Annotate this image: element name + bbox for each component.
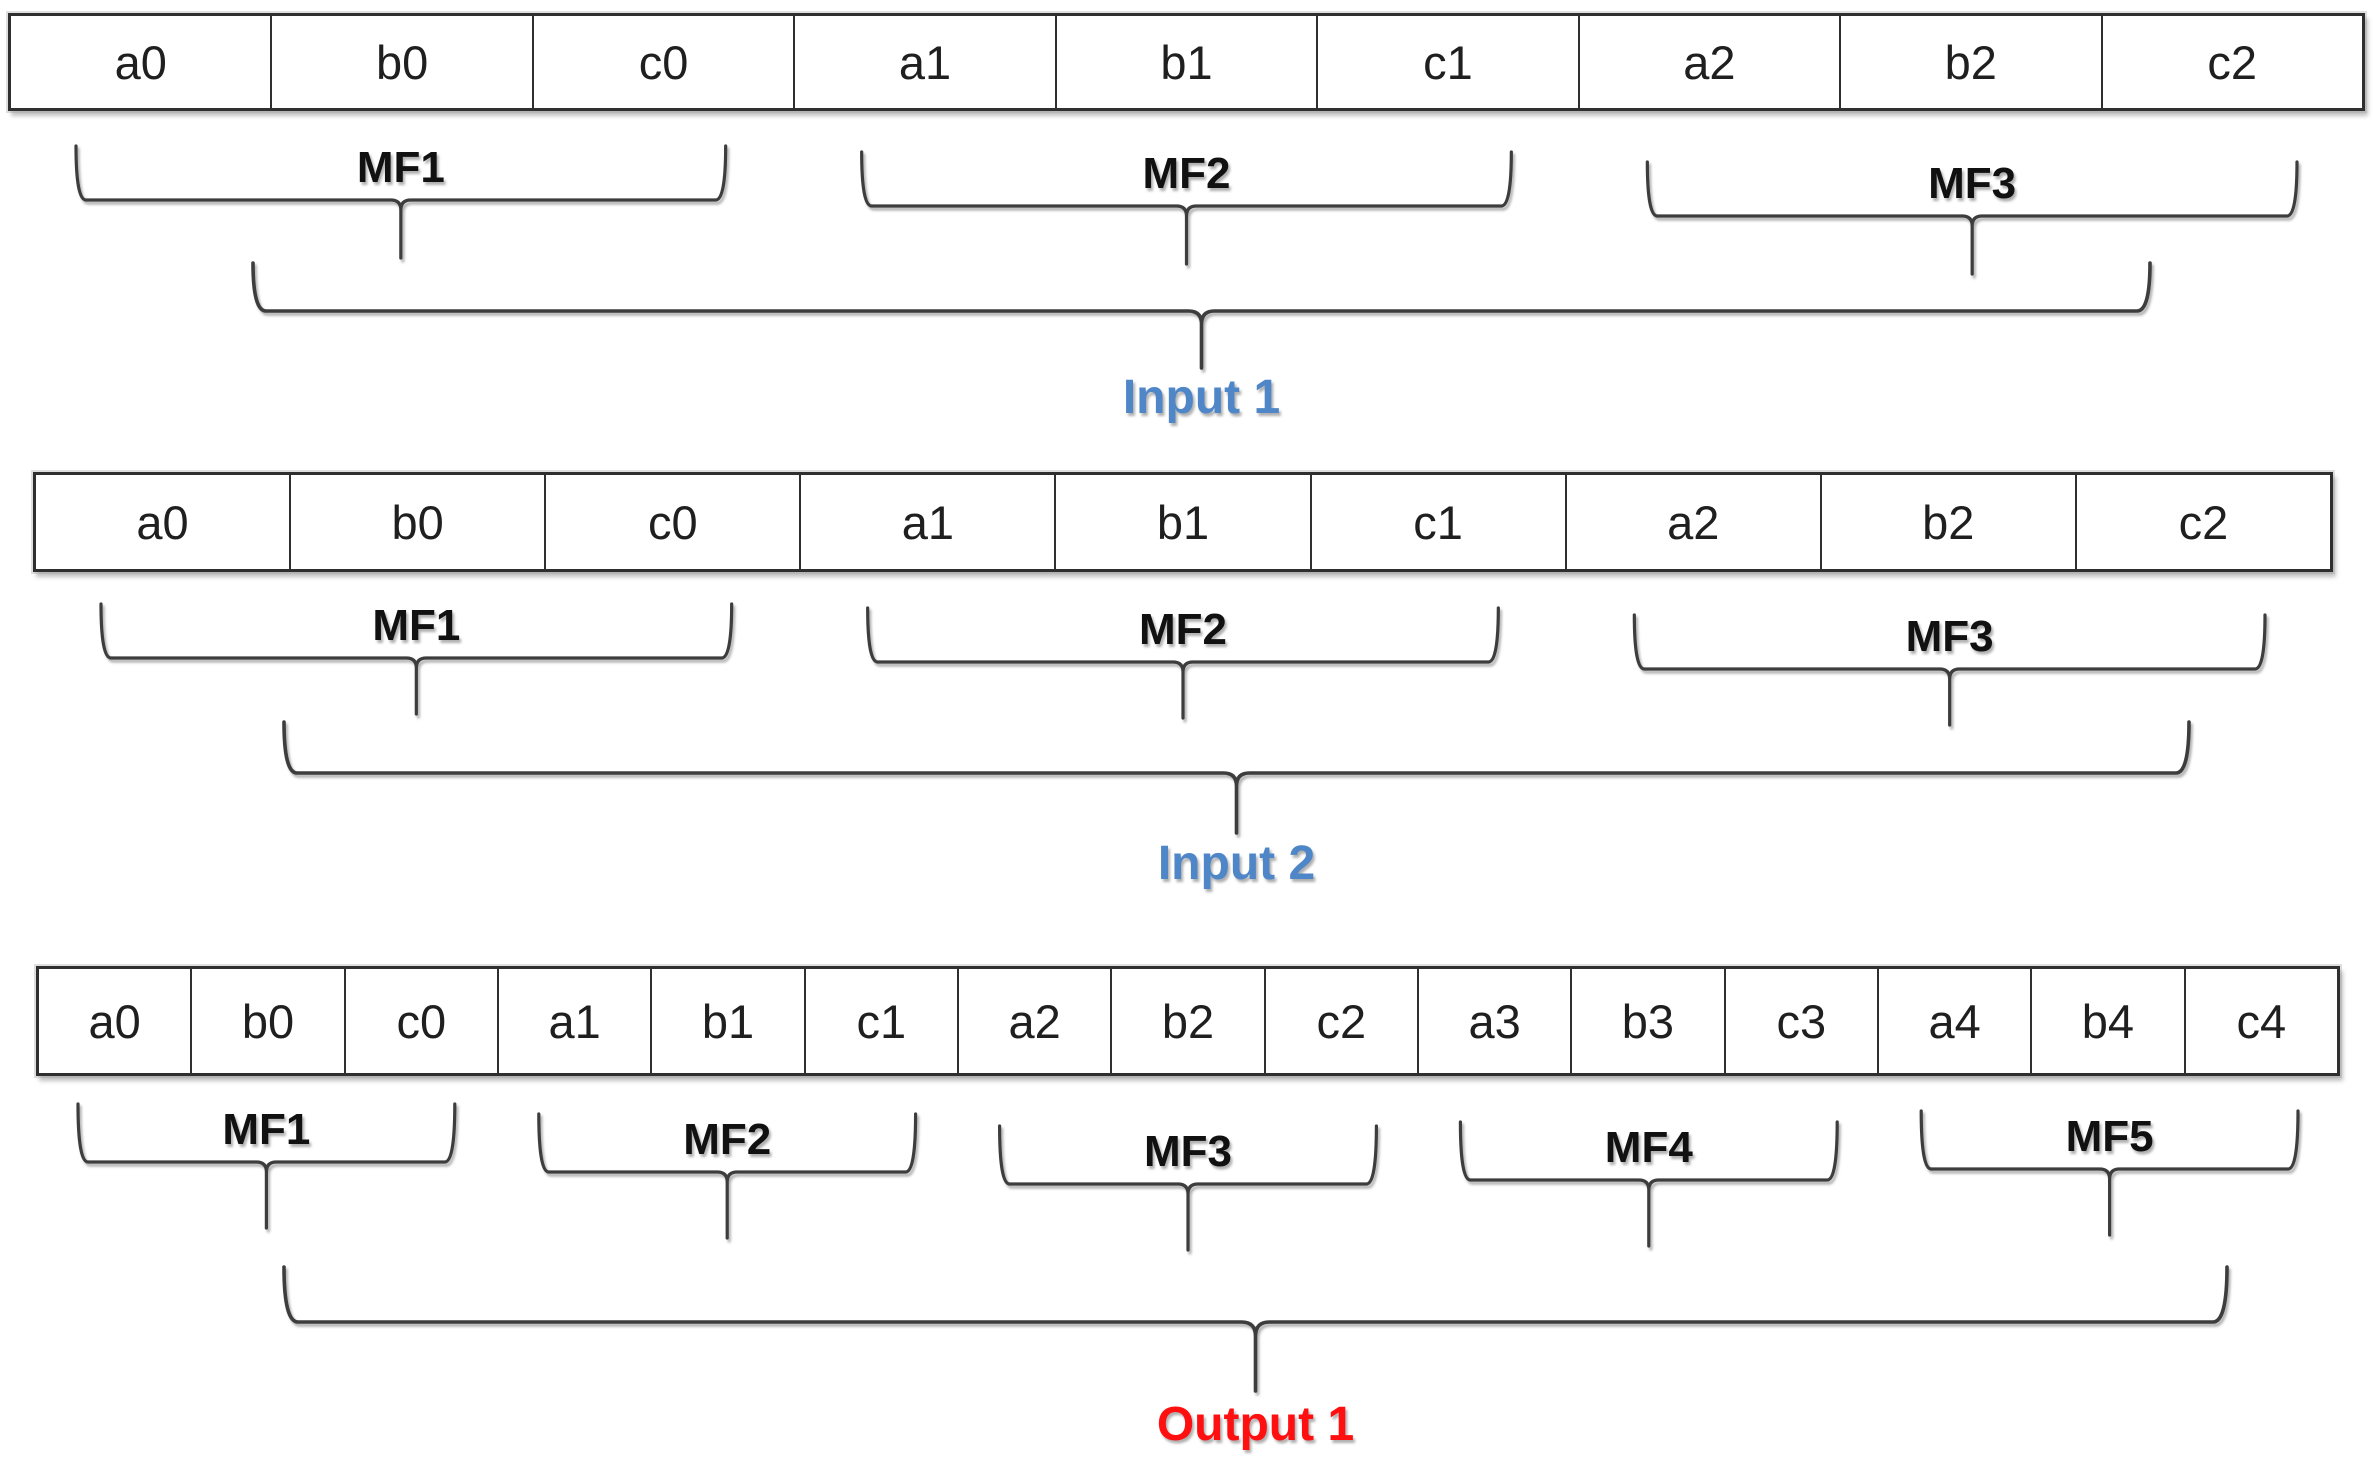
cell: b0 <box>270 16 531 108</box>
cell: b1 <box>650 969 803 1073</box>
mf-brace <box>1919 1109 2300 1237</box>
cell: b1 <box>1054 475 1309 569</box>
mf-brace <box>537 1112 918 1240</box>
cell: a1 <box>793 16 1054 108</box>
mf-group-label: MF3 <box>1144 1127 1232 1176</box>
section-label: Output 1 <box>1157 1398 1354 1451</box>
mf-brace <box>99 602 734 716</box>
cell: a2 <box>1564 475 1820 569</box>
cell: a1 <box>496 969 650 1073</box>
cell: b1 <box>1054 16 1316 108</box>
cell: c4 <box>2183 969 2337 1073</box>
cell: a2 <box>956 969 1110 1073</box>
mf-group-label: MF2 <box>683 1115 771 1164</box>
section-label: Input 1 <box>1123 371 1280 424</box>
mf-group-label: MF3 <box>1906 612 1994 661</box>
cell: c0 <box>544 475 799 569</box>
cell: b2 <box>1839 16 2100 108</box>
cell: b2 <box>1819 475 2075 569</box>
mf-brace <box>998 1124 1378 1252</box>
cell: b4 <box>2030 969 2183 1073</box>
mf-group-label: MF2 <box>1139 605 1227 654</box>
mf-brace <box>1645 160 2299 276</box>
cell: c1 <box>803 969 957 1073</box>
cell: c1 <box>1316 16 1577 108</box>
section-brace <box>282 1265 2229 1393</box>
cell: a0 <box>136 495 189 549</box>
cell: a4 <box>1876 969 2030 1073</box>
cell: c2 <box>1263 969 1417 1073</box>
cell: a0 <box>114 35 167 89</box>
cell: c1 <box>1309 475 1565 569</box>
mf-brace <box>1458 1120 1839 1248</box>
cell: c2 <box>2074 475 2330 569</box>
mf-brace <box>76 1102 457 1230</box>
cell: a3 <box>1416 969 1570 1073</box>
cell: c0 <box>531 16 793 108</box>
mf-brace <box>860 150 1513 266</box>
section-label: Input 2 <box>1158 837 1315 890</box>
mf-group-label: MF3 <box>1928 159 2016 208</box>
cell: b0 <box>289 475 544 569</box>
cell: b3 <box>1570 969 1723 1073</box>
mf-group-label: MF1 <box>222 1105 310 1154</box>
mf-group-label: MF1 <box>372 601 460 650</box>
mf-brace <box>74 144 728 260</box>
mf-group-label: MF1 <box>357 143 445 192</box>
cell: a1 <box>799 475 1054 569</box>
mf-brace <box>866 606 1500 720</box>
mf-group-label: MF2 <box>1143 149 1231 198</box>
mf-brace <box>1632 613 2267 727</box>
section-brace <box>282 720 2191 835</box>
cell: a2 <box>1577 16 1839 108</box>
cell: c0 <box>343 969 497 1073</box>
section-brace <box>251 261 2152 370</box>
mf-group-label: MF5 <box>2066 1112 2154 1161</box>
cell: c3 <box>1723 969 1877 1073</box>
mf-group-label: MF4 <box>1605 1123 1694 1172</box>
cell: a0 <box>88 994 141 1048</box>
cell: b2 <box>1110 969 1263 1073</box>
cell: c2 <box>2100 16 2362 108</box>
cell: b0 <box>190 969 343 1073</box>
